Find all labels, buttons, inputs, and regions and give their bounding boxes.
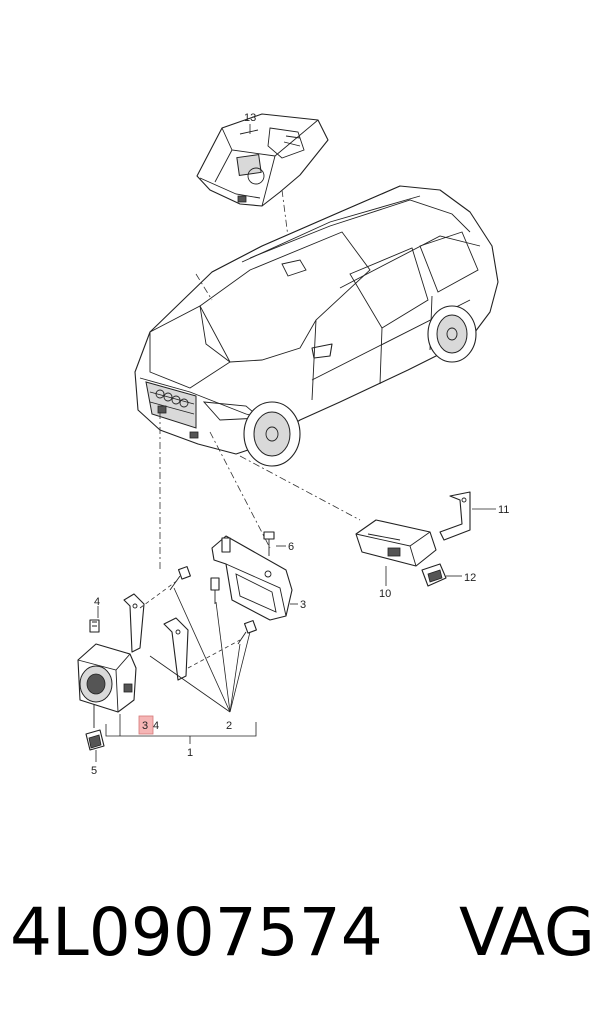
screw-2a [169, 566, 191, 591]
screw-4 [89, 619, 100, 633]
mounting-strip-left [123, 593, 145, 653]
screw-vertical [210, 577, 220, 604]
callout-13: 13 [244, 112, 256, 124]
connector-12 [421, 563, 447, 587]
callout-12: 12 [464, 572, 476, 584]
bolt-6 [263, 531, 275, 556]
part-number: 4L0907574 [10, 894, 383, 971]
callout-6: 6 [288, 541, 294, 553]
highlight-box [138, 715, 154, 735]
callout-4-upper: 4 [94, 596, 100, 608]
group-bracket-1 [105, 714, 257, 744]
callout-3-upper: 3 [300, 599, 306, 611]
holder-bracket-3 [211, 535, 293, 621]
overhead-module-13 [196, 113, 329, 207]
mounting-strip-right [163, 617, 189, 681]
leaders-2 [149, 587, 251, 713]
brand-name: VAG [458, 894, 595, 971]
callout-5: 5 [91, 765, 97, 777]
caption: 4L0907574 VAG [10, 893, 595, 973]
vehicle-illustration [134, 185, 499, 467]
screw-2b [237, 620, 257, 645]
callout-4-lower: 4 [153, 720, 159, 732]
callout-3-highlighted: 3 [142, 720, 148, 732]
callout-2: 2 [226, 720, 232, 732]
control-unit-10 [355, 519, 437, 567]
dash-to-bracket [209, 431, 271, 549]
callout-1: 1 [187, 747, 193, 759]
plug-5 [85, 729, 105, 751]
distance-sensor-1 [77, 643, 137, 728]
bracket-11 [439, 491, 471, 541]
callout-10: 10 [379, 588, 391, 600]
callout-11: 11 [498, 504, 509, 516]
